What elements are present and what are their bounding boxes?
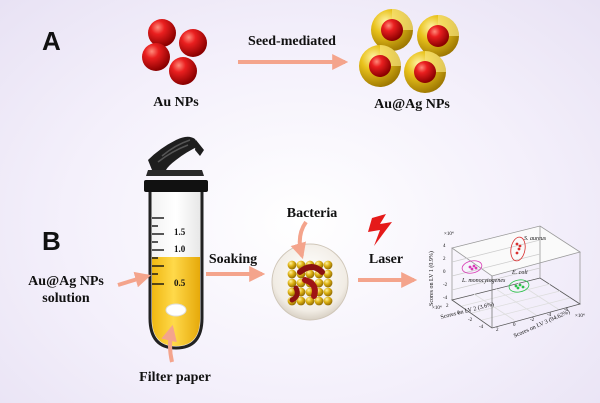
tube-mark-1-0: 1.0 [174, 244, 186, 254]
plot-y-tick: -2 [443, 283, 448, 288]
plot-x-tick: -2 [468, 318, 473, 323]
au-ag-particle [323, 287, 333, 297]
plot-z-tick: 0 [513, 323, 516, 328]
au-ag-particle [323, 296, 333, 306]
solution-arrow [117, 271, 152, 288]
plot-z-tick: -6 [564, 308, 569, 313]
plot-y-axis-label: Scores on LV 1 (0.9%) [429, 251, 435, 306]
au-ag-particle [287, 278, 297, 288]
solution-label-line1: Au@Ag NPs [28, 274, 104, 289]
bacteria-arrow [290, 220, 308, 260]
tube-mark-0-5: 0.5 [174, 278, 186, 288]
au-ag-core-shell-nanoparticles [359, 9, 459, 93]
solution-label-line2: solution [42, 291, 90, 306]
solution-label: Au@Ag NPs solution [28, 273, 104, 307]
plot-points [468, 242, 525, 290]
au-ag-particle [305, 296, 315, 306]
au-ag-particle [287, 260, 297, 270]
au-ag-particle [296, 296, 306, 306]
plot-z-tick: -2 [530, 318, 535, 323]
au-ag-particle [314, 296, 324, 306]
plot-z-exponent: ×10⁴ [575, 314, 585, 319]
group-label-s-aureus: S. aureus [524, 236, 547, 242]
tube-mark-1-5: 1.5 [174, 227, 186, 237]
au-ag-particle [287, 269, 297, 279]
au-ag-particle [305, 269, 315, 279]
plot-z-tick: -4 [547, 313, 552, 318]
plot-y-tick: -4 [443, 296, 448, 301]
tube-cap-icon [146, 136, 204, 176]
bacteria-icon [289, 264, 325, 303]
laser-label: Laser [368, 252, 404, 267]
au-ag-particle [314, 278, 324, 288]
panel-a-label: A [42, 26, 61, 56]
au-nps-caption: Au NPs [153, 95, 199, 110]
pls-score-plot [451, 225, 581, 329]
filter-paper-arrow [161, 324, 177, 363]
plot-x-exponent: ×10⁴ [432, 306, 442, 311]
bacteria-label: Bacteria [286, 206, 338, 221]
plot-y-tick: 0 [443, 270, 446, 275]
group-label-l-monocytogenes: L. monocytogenes [462, 278, 506, 284]
seed-mediated-label: Seed-mediated [248, 34, 336, 49]
plot-x-tick: 2 [446, 304, 449, 309]
au-ag-particle [323, 269, 333, 279]
filter-paper-label: Filter paper [139, 370, 211, 385]
soaking-label: Soaking [208, 252, 258, 267]
panel-b-label: B [42, 226, 61, 256]
group-label-e-coli: E. coli [512, 270, 528, 276]
plot-x-tick: -4 [479, 325, 484, 330]
au-ag-particle [323, 260, 333, 270]
plot-z-tick: 2 [496, 328, 499, 333]
plot-x-tick: 0 [457, 311, 460, 316]
plot-y-exponent: ×10⁴ [444, 232, 454, 237]
au-ag-nps-caption: Au@Ag NPs [374, 97, 450, 112]
filter-paper-disc [165, 303, 187, 317]
au-nanoparticles [142, 19, 207, 85]
tube-graduations [152, 217, 164, 285]
laser-lightning-icon [368, 214, 392, 246]
plot-y-tick: 2 [443, 257, 446, 262]
au-ag-particle [323, 278, 333, 288]
plot-y-tick: 4 [443, 244, 446, 249]
test-tube [144, 180, 208, 350]
